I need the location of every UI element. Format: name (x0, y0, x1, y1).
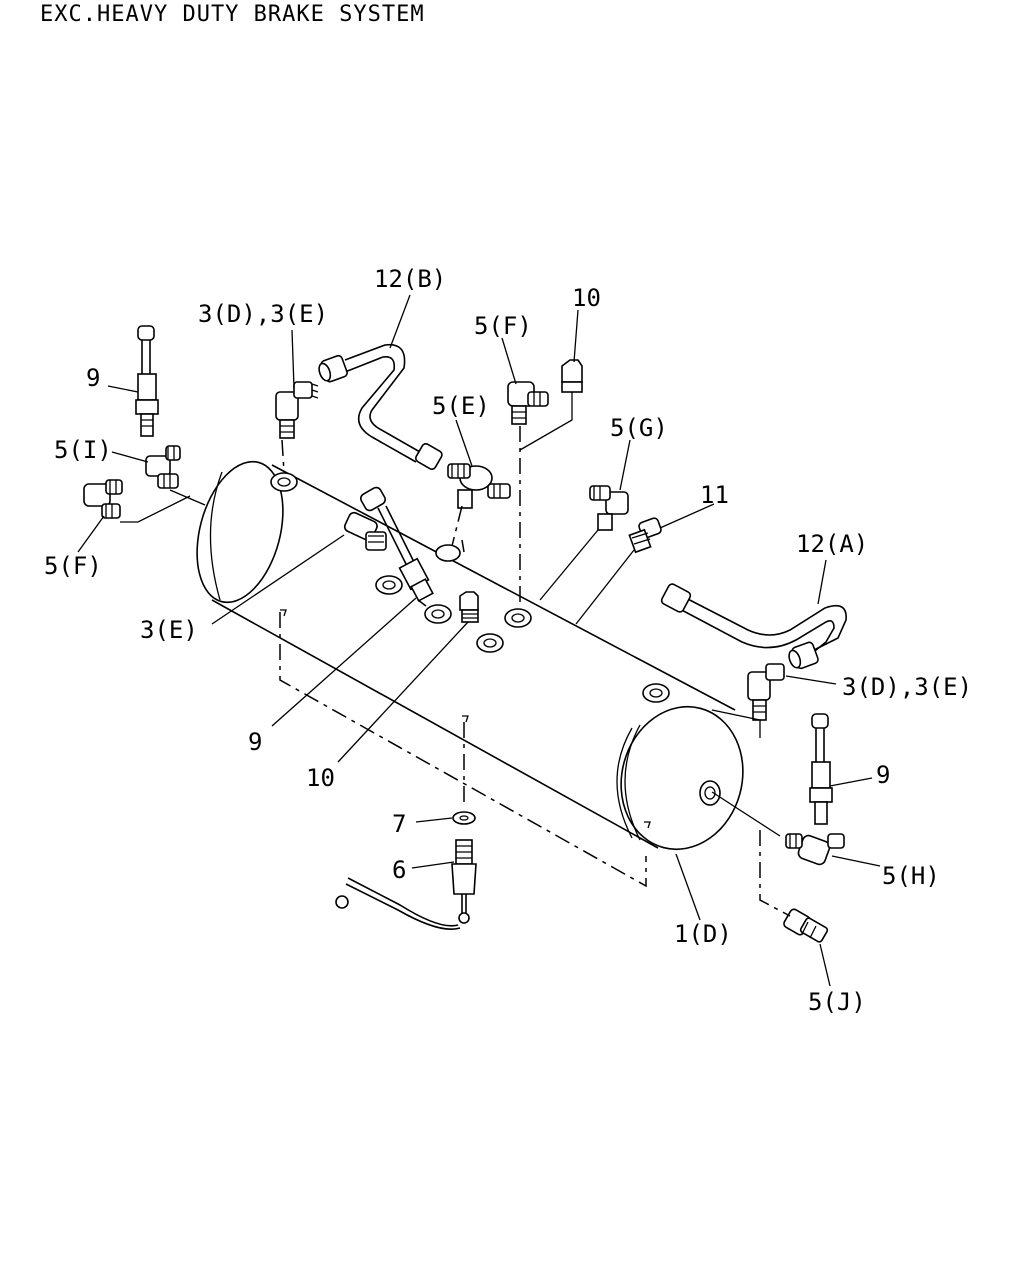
callout-12b: 12(B) (374, 265, 446, 293)
plug-10-top (561, 359, 583, 393)
callout-9-mid: 9 (248, 728, 262, 756)
callout-12a: 12(A) (796, 530, 868, 558)
callout-3de-right: 3(D),3(E) (842, 673, 972, 701)
callout-9-right: 9 (876, 761, 890, 789)
drain-valve-6 (335, 839, 477, 930)
callout-11: 11 (700, 481, 729, 509)
callout-6: 6 (392, 856, 406, 884)
callout-7: 7 (392, 810, 406, 838)
elbow-fitting-top (275, 381, 319, 439)
callout-10-mid: 10 (306, 764, 335, 792)
callout-5f-top: 5(F) (474, 312, 532, 340)
washer-7 (452, 811, 476, 825)
plug-10-mid (459, 591, 479, 623)
callout-5e: 5(E) (432, 392, 490, 420)
callout-5i: 5(I) (54, 436, 112, 464)
pressure-switch-9-left (135, 325, 159, 437)
brake-pipe-12a (660, 583, 847, 670)
tank-ports (270, 472, 670, 703)
tee-fitting-5h (785, 833, 845, 866)
plug-11 (628, 517, 662, 554)
assembly-centerlines (279, 426, 791, 917)
tee-fitting-5e (447, 463, 511, 509)
leader-lines (77, 294, 881, 987)
callout-3de-top: 3(D),3(E) (198, 300, 328, 328)
callout-5f-left: 5(F) (44, 552, 102, 580)
tee-fitting-5i (145, 445, 181, 489)
callout-3e: 3(E) (140, 616, 198, 644)
diagram-title: EXC.HEAVY DUTY BRAKE SYSTEM (40, 2, 425, 27)
air-tank (196, 460, 744, 851)
elbow-fitting-5f-left (83, 479, 123, 519)
elbow-fitting-3e (343, 511, 387, 551)
callout-5g: 5(G) (610, 414, 668, 442)
callout-5j: 5(J) (808, 988, 866, 1016)
callout-1d: 1(D) (674, 920, 732, 948)
brake-pipe-12b (318, 343, 443, 470)
elbow-fitting-5f-top (507, 381, 549, 425)
callout-10-top: 10 (572, 284, 601, 312)
callout-9-left: 9 (86, 364, 100, 392)
callout-labels: 12(B) 3(D),3(E) 5(F) 10 9 5(E) 5(G) 5(I)… (44, 265, 972, 1016)
tick-marks (280, 609, 651, 829)
connector-5j (783, 908, 829, 943)
fitting-5g (589, 485, 629, 531)
callout-5h: 5(H) (882, 862, 940, 890)
pressure-switch-9-mid (360, 486, 434, 602)
elbow-fitting-right (747, 663, 785, 721)
pressure-switch-9-right (809, 713, 833, 825)
